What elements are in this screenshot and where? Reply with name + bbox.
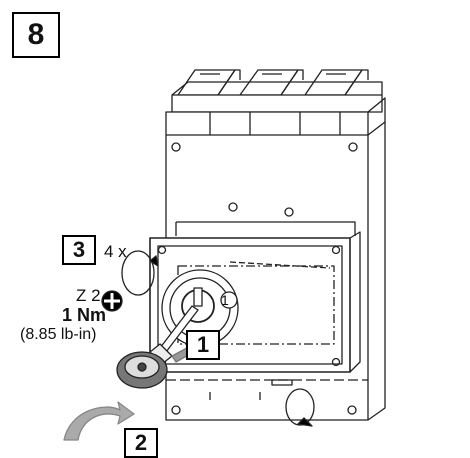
torque-imperial: (8.85 lb-in) xyxy=(20,326,97,343)
screw-count: 4 x xyxy=(104,242,127,261)
turn-direction-arrow xyxy=(63,401,135,441)
step-number-badge: 8 xyxy=(12,12,60,58)
terminal-covers xyxy=(177,69,369,96)
pozidriv-screw-icon xyxy=(101,290,123,312)
lower-body xyxy=(166,379,368,415)
callout-3: 3 xyxy=(62,235,96,265)
callout-2: 2 xyxy=(124,428,158,458)
torque-value: 1 Nm xyxy=(62,305,107,325)
tool-size: Z 2 xyxy=(76,286,101,305)
callout-1: 1 xyxy=(186,330,220,360)
handle-knob xyxy=(116,351,168,389)
circled-callout-1: 1 xyxy=(221,292,229,308)
rotation-arrow-screw xyxy=(121,250,159,296)
rotation-arrow-lower xyxy=(285,388,315,427)
